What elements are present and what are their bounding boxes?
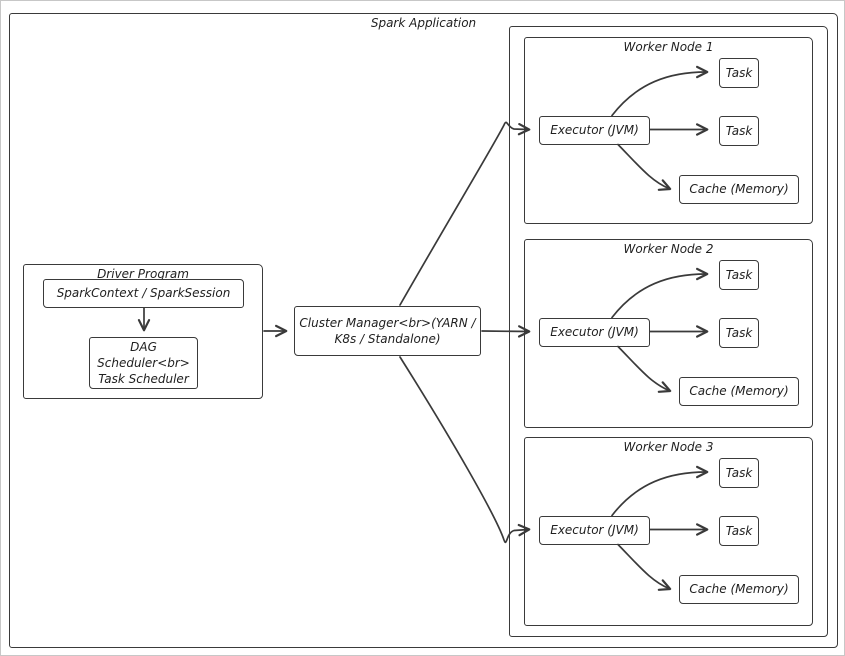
spark-context-node: SparkContext / SparkSession bbox=[43, 279, 244, 308]
worker-node-2-frame: Worker Node 2 Executor (JVM) Task Task C… bbox=[524, 239, 813, 428]
worker-2-executor-node: Executor (JVM) bbox=[539, 318, 650, 347]
worker-1-task-2-node: Task bbox=[719, 116, 759, 146]
worker-node-1-label: Worker Node 1 bbox=[623, 40, 714, 54]
worker-1-task-1-node: Task bbox=[719, 58, 759, 88]
worker-1-cache-node: Cache (Memory) bbox=[679, 175, 799, 204]
worker-3-cache-node: Cache (Memory) bbox=[679, 575, 799, 604]
worker-2-task-1-node: Task bbox=[719, 260, 759, 290]
driver-program-frame: Driver Program SparkContext / SparkSessi… bbox=[23, 264, 263, 399]
worker-3-task-1-node: Task bbox=[719, 458, 759, 488]
dag-scheduler-node: DAG Scheduler<br>Task Scheduler bbox=[89, 337, 198, 389]
worker-node-2-label: Worker Node 2 bbox=[623, 242, 714, 256]
worker-2-task-2-node: Task bbox=[719, 318, 759, 348]
worker-node-3-label: Worker Node 3 bbox=[623, 440, 714, 454]
worker-node-3-frame: Worker Node 3 Executor (JVM) Task Task C… bbox=[524, 437, 813, 626]
worker-1-executor-node: Executor (JVM) bbox=[539, 116, 650, 145]
worker-2-cache-node: Cache (Memory) bbox=[679, 377, 799, 406]
worker-3-executor-node: Executor (JVM) bbox=[539, 516, 650, 545]
cluster-manager-node: Cluster Manager<br>(YARN / K8s / Standal… bbox=[294, 306, 481, 356]
worker-node-1-frame: Worker Node 1 Executor (JVM) Task Task C… bbox=[524, 37, 813, 224]
worker-3-task-2-node: Task bbox=[719, 516, 759, 546]
